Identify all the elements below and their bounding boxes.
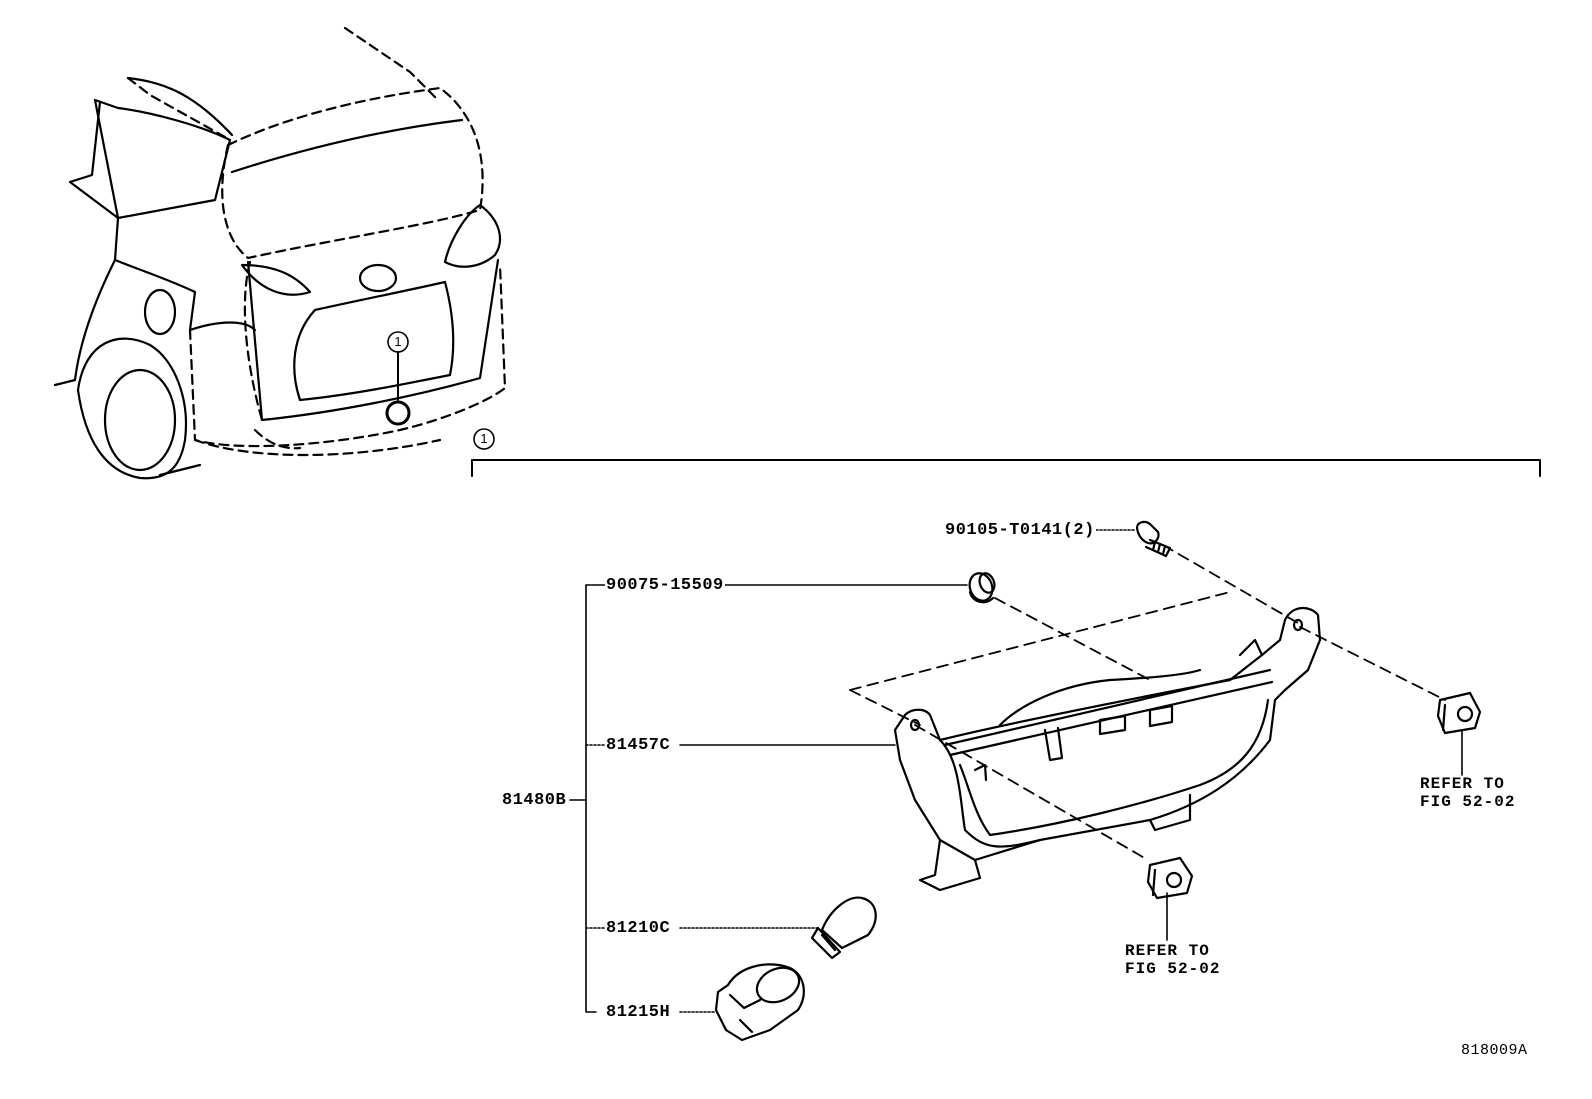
bolt-part [1135, 520, 1172, 558]
refer-note-right-line1: REFER TO [1420, 775, 1505, 793]
vehicle-rear-illustration [53, 26, 507, 480]
refer-note-bottom[interactable]: REFER TO FIG 52-02 [1125, 942, 1220, 978]
installation-lines [849, 544, 1446, 861]
part-label-bolt[interactable]: 90105-T0141(2) [944, 521, 1096, 540]
part-label-bulb[interactable]: 81210C [605, 919, 672, 938]
part-label-assembly[interactable]: 81480B [501, 791, 568, 810]
leader-lines [569, 529, 1463, 1013]
bulb-part [810, 896, 877, 960]
refer-note-right-line2: FIG 52-02 [1420, 793, 1516, 811]
socket-part [714, 963, 805, 1042]
clip-nut-bottom [1146, 856, 1194, 900]
figure-id: 818009A [1461, 1042, 1528, 1059]
bracket-callout-number: 1 [480, 431, 488, 446]
lamp-housing [893, 607, 1322, 892]
vehicle-callout-number: 1 [394, 334, 402, 349]
refer-note-bottom-line1: REFER TO [1125, 942, 1210, 960]
clip-nut-right [1436, 691, 1482, 735]
refer-note-right[interactable]: REFER TO FIG 52-02 [1420, 775, 1515, 811]
grommet-part [968, 572, 996, 604]
refer-note-bottom-line2: FIG 52-02 [1125, 960, 1221, 978]
assembly-bracket [471, 428, 1541, 477]
part-label-lens-housing[interactable]: 81457C [605, 736, 672, 755]
part-label-socket[interactable]: 81215H [605, 1003, 672, 1022]
part-label-grommet[interactable]: 90075-15509 [605, 576, 725, 595]
